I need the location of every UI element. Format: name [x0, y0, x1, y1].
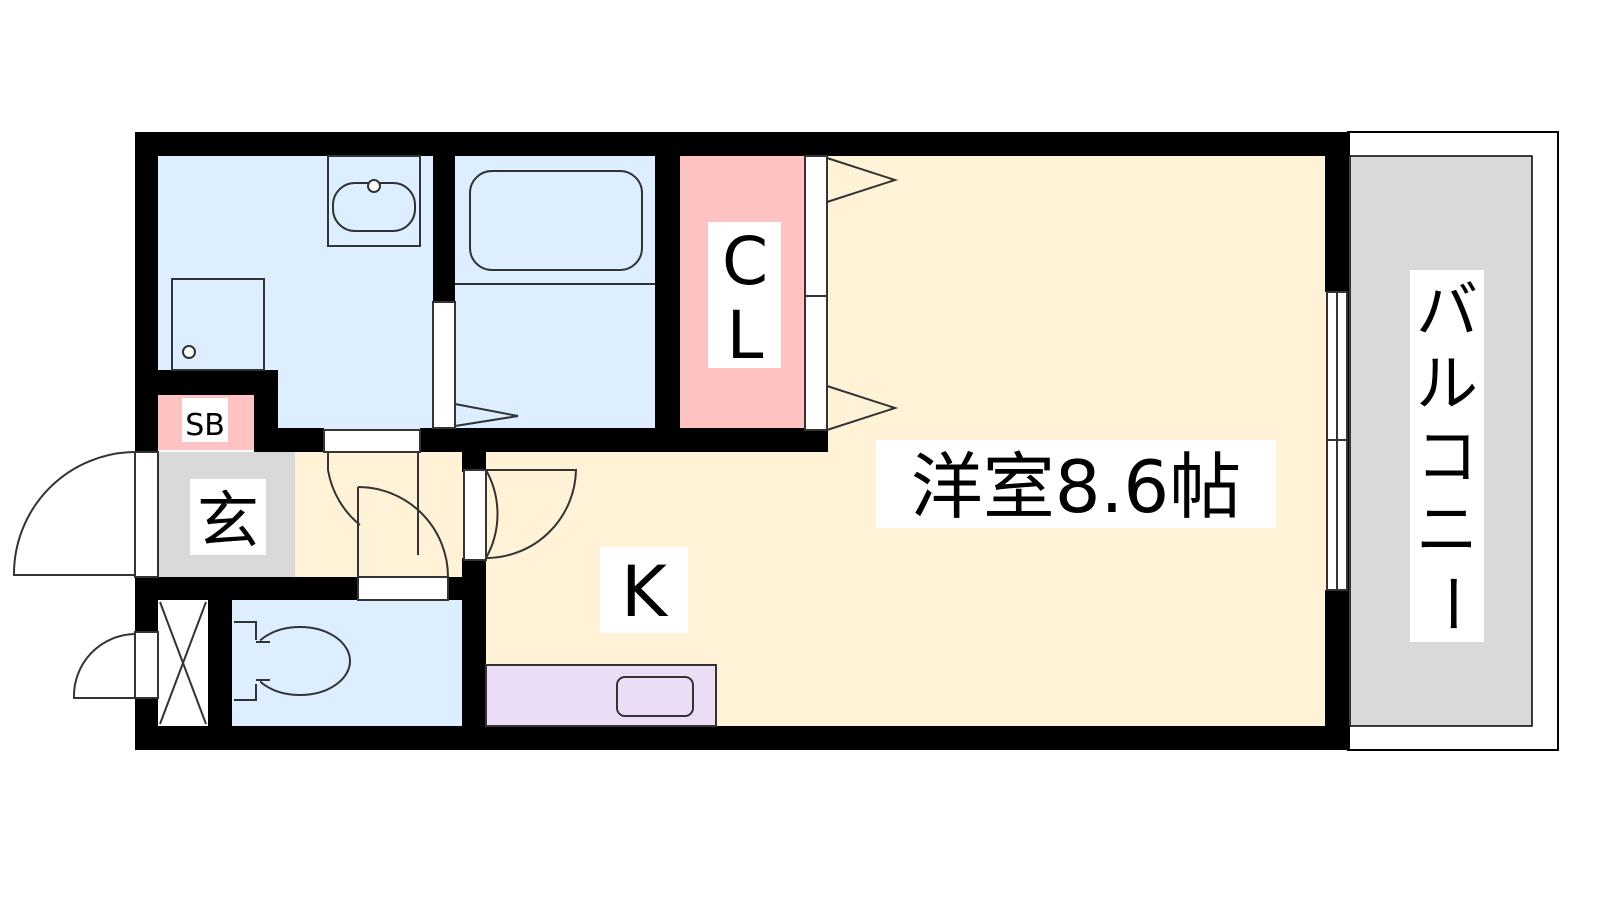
closet-door-frame-bottom — [804, 295, 828, 431]
wash-door-arc — [327, 452, 361, 526]
fixtures — [12, 155, 1348, 727]
toilet-seat-mask — [234, 640, 260, 684]
toilet-bowl — [249, 626, 351, 696]
wall-bottom — [135, 726, 1350, 750]
wall-sb-right — [254, 370, 278, 452]
small-door-frame — [134, 631, 159, 699]
wash-basin-faucet — [367, 179, 381, 193]
western-room-label: 洋室8.6帖 — [911, 445, 1242, 529]
small-door-arc — [72, 633, 136, 699]
closet-label-c: C — [722, 223, 768, 300]
balcony-label-char: コ — [1416, 420, 1478, 493]
hallway-floor — [295, 452, 465, 580]
shoe-box-label-bg — [182, 398, 228, 442]
wall-right-upper — [1325, 132, 1348, 292]
wall-wet-bottom-right — [420, 428, 828, 452]
entrance-label-bg — [190, 479, 266, 555]
shoe-box-label: SB — [185, 408, 225, 443]
walls — [135, 132, 1350, 750]
kitchen-door-arc — [485, 469, 499, 559]
bath-door-swing — [454, 403, 519, 427]
bath-floor — [455, 156, 660, 432]
closet-label-bg — [708, 222, 781, 368]
kitchen-door-arc-outer — [485, 469, 578, 559]
wall-hall-kitchen-lower — [462, 558, 486, 750]
kitchen-sink — [616, 676, 694, 717]
wall-bath-closet — [655, 156, 680, 452]
bathtub — [469, 170, 643, 271]
western-room-label-bg — [876, 440, 1276, 528]
wall-left-lower — [135, 577, 158, 632]
balcony-label-char: ル — [1416, 347, 1478, 420]
kitchen-door-leaf — [463, 469, 487, 561]
balcony-label-char: バ — [1416, 274, 1478, 347]
closet-door-swing-top — [826, 157, 899, 203]
wall-entrance-toilet — [158, 577, 358, 600]
wall-left-upper — [135, 132, 158, 452]
closet-door-swing-bottom — [826, 385, 899, 431]
kitchen-label-bg — [600, 547, 688, 633]
wash-door-frame — [323, 429, 421, 453]
washer-drain — [182, 345, 196, 359]
front-door-frame — [134, 451, 159, 578]
closet-label-l: L — [727, 297, 764, 374]
wall-wash-bath-upper — [433, 156, 455, 302]
balcony-label-bg — [1410, 270, 1484, 642]
wall-hall-kitchen-upper — [462, 452, 486, 472]
wall-wash-bottom-left — [278, 428, 324, 452]
wash-basin — [327, 155, 421, 247]
cabinet-cross-b — [159, 601, 207, 725]
wall-left-bottom — [135, 698, 158, 750]
wall-cabinet-toilet — [208, 600, 232, 726]
wall-toilet-door-right — [448, 577, 464, 600]
bath-door-frame — [432, 301, 456, 429]
wall-right-lower — [1325, 590, 1348, 750]
kitchen-label: K — [621, 551, 669, 633]
entrance-label: 玄 — [197, 484, 259, 557]
toilet-door-arc — [357, 486, 449, 578]
balcony-label-char: ニ — [1416, 493, 1478, 566]
closet-door-frame-top — [804, 155, 828, 297]
toilet-door-leaf — [357, 576, 449, 601]
balcony-label-char: ー — [1415, 572, 1488, 634]
front-door-arc — [12, 451, 136, 576]
wall-top — [135, 132, 1350, 156]
